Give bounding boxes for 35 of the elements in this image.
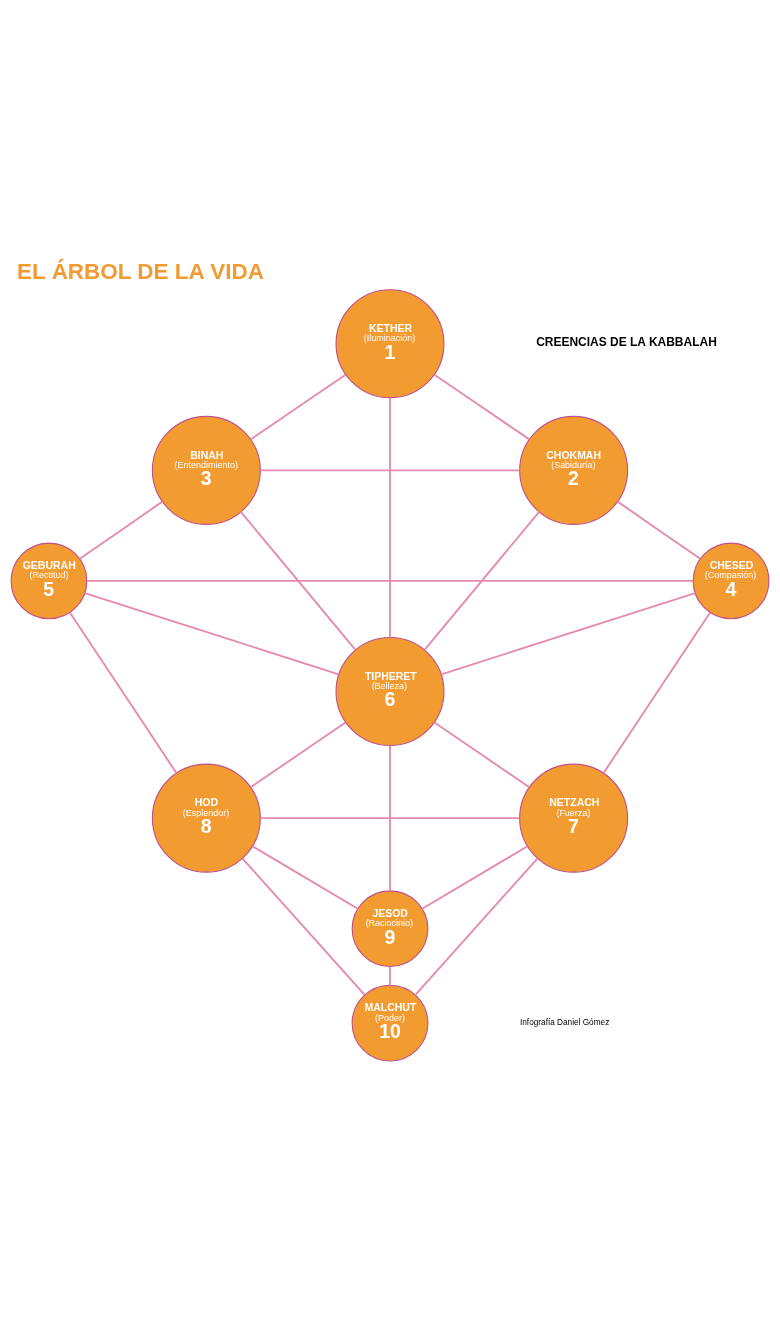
connector	[389, 965, 391, 987]
connector	[440, 592, 697, 676]
connector	[414, 857, 539, 996]
connector	[259, 469, 521, 472]
node-circle: BINAH (Entendimiento) 3	[151, 415, 261, 525]
node-circle: CHOKMAH (Sabiduría) 2	[519, 415, 629, 525]
node-circle: NETZACH (Fuerza) 7	[519, 763, 629, 873]
node-circle: HOD (Esplendor) 8	[151, 763, 261, 873]
connector	[249, 721, 347, 789]
connector	[602, 611, 711, 774]
connector	[251, 845, 359, 910]
connector	[421, 845, 529, 910]
connector	[239, 511, 357, 651]
node-circle: MALCHUT (Poder) 10	[351, 984, 429, 1062]
node-circle: KETHER (Iluminación) 1	[335, 289, 445, 399]
connector	[433, 373, 531, 441]
connector	[423, 511, 541, 651]
label: Infografía Daniel Gómez	[520, 1018, 610, 1028]
node-circle: JESOD (Raciocinio) 9	[351, 890, 429, 968]
connector	[389, 396, 391, 639]
node-circle: CHESED (Compasión) 4	[692, 542, 770, 620]
diagram-title: EL ÁRBOL DE LA VIDA	[17, 259, 264, 285]
connector	[78, 500, 164, 560]
connector	[69, 611, 178, 774]
connector	[241, 857, 366, 996]
label: CREENCIAS DE LA KABBALAH	[536, 334, 717, 349]
connector	[83, 592, 340, 676]
connector	[433, 721, 531, 789]
connector	[616, 500, 702, 560]
node-circle: GEBURAH (Rectitud) 5	[10, 542, 88, 620]
connector	[86, 580, 694, 582]
connector	[259, 817, 521, 820]
connector	[249, 373, 347, 441]
connector	[389, 744, 391, 892]
node-circle: TIPHERET (Belleza) 6	[335, 636, 445, 746]
